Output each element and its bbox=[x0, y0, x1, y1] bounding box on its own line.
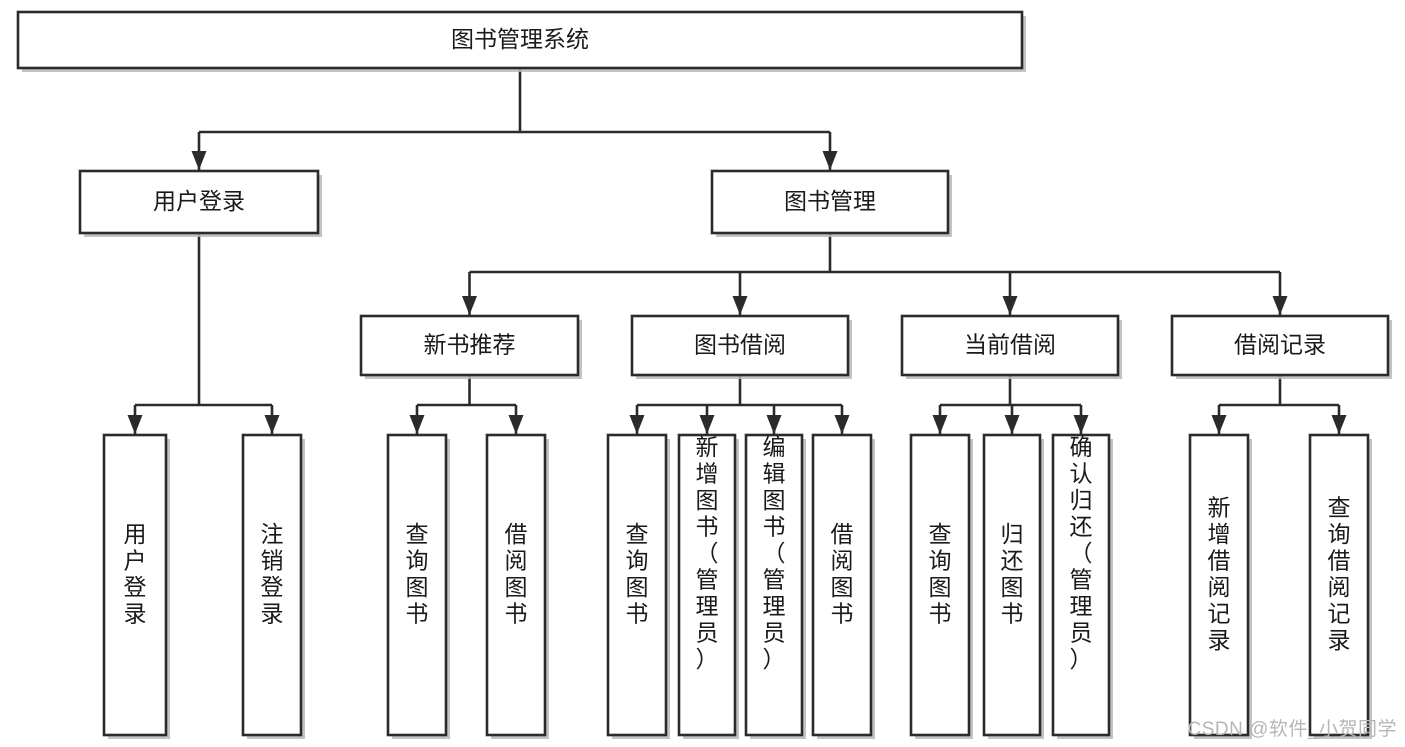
node-label: 借阅图书 bbox=[831, 521, 854, 627]
node-label: 当前借阅 bbox=[964, 332, 1056, 358]
node-leaf-borrow-book-1[interactable]: 借阅图书 bbox=[485, 433, 549, 739]
node-box[interactable] bbox=[982, 433, 1042, 737]
node-box[interactable] bbox=[909, 433, 971, 737]
node-leaf-logout[interactable]: 注销登录 bbox=[241, 433, 305, 739]
node-leaf-edit-book[interactable]: 编辑图书（管理员） bbox=[744, 433, 806, 739]
node-label: 查询图书 bbox=[626, 521, 649, 627]
node-box[interactable] bbox=[677, 433, 737, 737]
node-leaf-return-book[interactable]: 归还图书 bbox=[982, 433, 1044, 739]
node-label: 注销登录 bbox=[261, 521, 284, 627]
node-label: 确认归还（管理员） bbox=[1070, 434, 1093, 672]
node-box[interactable] bbox=[744, 433, 804, 737]
arrow-head-icon bbox=[191, 151, 207, 170]
arrow-head-icon bbox=[834, 415, 850, 434]
arrow-head-icon bbox=[1272, 296, 1288, 315]
node-label: 归还图书 bbox=[1001, 521, 1024, 627]
arrow-head-icon bbox=[822, 151, 838, 170]
node-label: 借阅图书 bbox=[505, 521, 528, 627]
node-label: 图书管理系统 bbox=[451, 26, 589, 52]
arrow-head-icon bbox=[766, 415, 782, 434]
node-leaf-add-book[interactable]: 新增图书（管理员） bbox=[677, 433, 739, 739]
arrow-head-icon bbox=[508, 415, 524, 434]
node-borrow-record[interactable]: 借阅记录 bbox=[1170, 314, 1392, 379]
node-label: 新增图书（管理员） bbox=[696, 434, 719, 672]
arrow-head-icon bbox=[932, 415, 948, 434]
node-box[interactable] bbox=[485, 433, 547, 737]
node-leaf-borrow-book-2[interactable]: 借阅图书 bbox=[811, 433, 875, 739]
arrow-head-icon bbox=[409, 415, 425, 434]
node-box[interactable] bbox=[241, 433, 303, 737]
node-leaf-query-record[interactable]: 查询借阅记录 bbox=[1308, 433, 1372, 739]
arrow-head-icon bbox=[1211, 415, 1227, 434]
node-box[interactable] bbox=[1188, 433, 1250, 737]
node-book-manage[interactable]: 图书管理 bbox=[710, 169, 952, 237]
node-leaf-query-book-3[interactable]: 查询图书 bbox=[909, 433, 973, 739]
node-current-borrow[interactable]: 当前借阅 bbox=[900, 314, 1122, 379]
node-leaf-user-login[interactable]: 用户登录 bbox=[102, 433, 170, 739]
csdn-watermark: CSDN @软件_小贺同学 bbox=[1187, 719, 1397, 740]
node-leaf-query-book-1[interactable]: 查询图书 bbox=[386, 433, 450, 739]
node-leaf-query-book-2[interactable]: 查询图书 bbox=[606, 433, 670, 739]
node-label: 图书借阅 bbox=[694, 332, 786, 358]
node-box[interactable] bbox=[811, 433, 873, 737]
node-label: 借阅记录 bbox=[1234, 332, 1326, 358]
node-box[interactable] bbox=[78, 169, 320, 235]
node-box[interactable] bbox=[386, 433, 448, 737]
arrow-head-icon bbox=[1331, 415, 1347, 434]
node-user-login[interactable]: 用户登录 bbox=[78, 169, 322, 237]
node-label: 查询借阅记录 bbox=[1328, 495, 1351, 654]
arrow-head-icon bbox=[1002, 296, 1018, 315]
arrow-head-icon bbox=[127, 415, 143, 434]
arrow-head-icon bbox=[1004, 415, 1020, 434]
node-box[interactable] bbox=[1308, 433, 1370, 737]
node-label: 查询图书 bbox=[406, 521, 429, 627]
node-box[interactable] bbox=[900, 314, 1120, 377]
node-label: 图书管理 bbox=[784, 188, 876, 214]
node-box[interactable] bbox=[102, 433, 168, 737]
node-label: 新书推荐 bbox=[424, 332, 516, 358]
node-label: 查询图书 bbox=[929, 521, 952, 627]
node-box[interactable] bbox=[16, 10, 1024, 70]
node-book-borrow[interactable]: 图书借阅 bbox=[630, 314, 852, 379]
node-label: 编辑图书（管理员） bbox=[763, 434, 786, 672]
node-box[interactable] bbox=[710, 169, 950, 235]
node-leaf-confirm-return[interactable]: 确认归还（管理员） bbox=[1051, 433, 1113, 739]
node-label: 用户登录 bbox=[153, 188, 245, 214]
arrow-head-icon bbox=[462, 296, 477, 315]
node-new-book-recommend[interactable]: 新书推荐 bbox=[359, 314, 582, 379]
node-root[interactable]: 图书管理系统 bbox=[16, 10, 1026, 72]
arrow-head-icon bbox=[629, 415, 645, 434]
node-box[interactable] bbox=[1170, 314, 1390, 377]
arrow-head-icon bbox=[264, 415, 280, 434]
node-box[interactable] bbox=[1051, 433, 1111, 737]
node-layer: 图书管理系统用户登录图书管理新书推荐图书借阅当前借阅借阅记录用户登录注销登录查询… bbox=[16, 10, 1392, 739]
connector-layer bbox=[127, 68, 1347, 434]
node-label: 新增借阅记录 bbox=[1208, 495, 1231, 654]
node-label: 用户登录 bbox=[124, 521, 147, 627]
node-box[interactable] bbox=[359, 314, 580, 377]
node-leaf-add-record[interactable]: 新增借阅记录 bbox=[1188, 433, 1252, 739]
node-box[interactable] bbox=[630, 314, 850, 377]
arrow-head-icon bbox=[732, 296, 748, 315]
arrow-head-icon bbox=[1073, 415, 1089, 434]
arrow-head-icon bbox=[699, 415, 715, 434]
node-box[interactable] bbox=[606, 433, 668, 737]
